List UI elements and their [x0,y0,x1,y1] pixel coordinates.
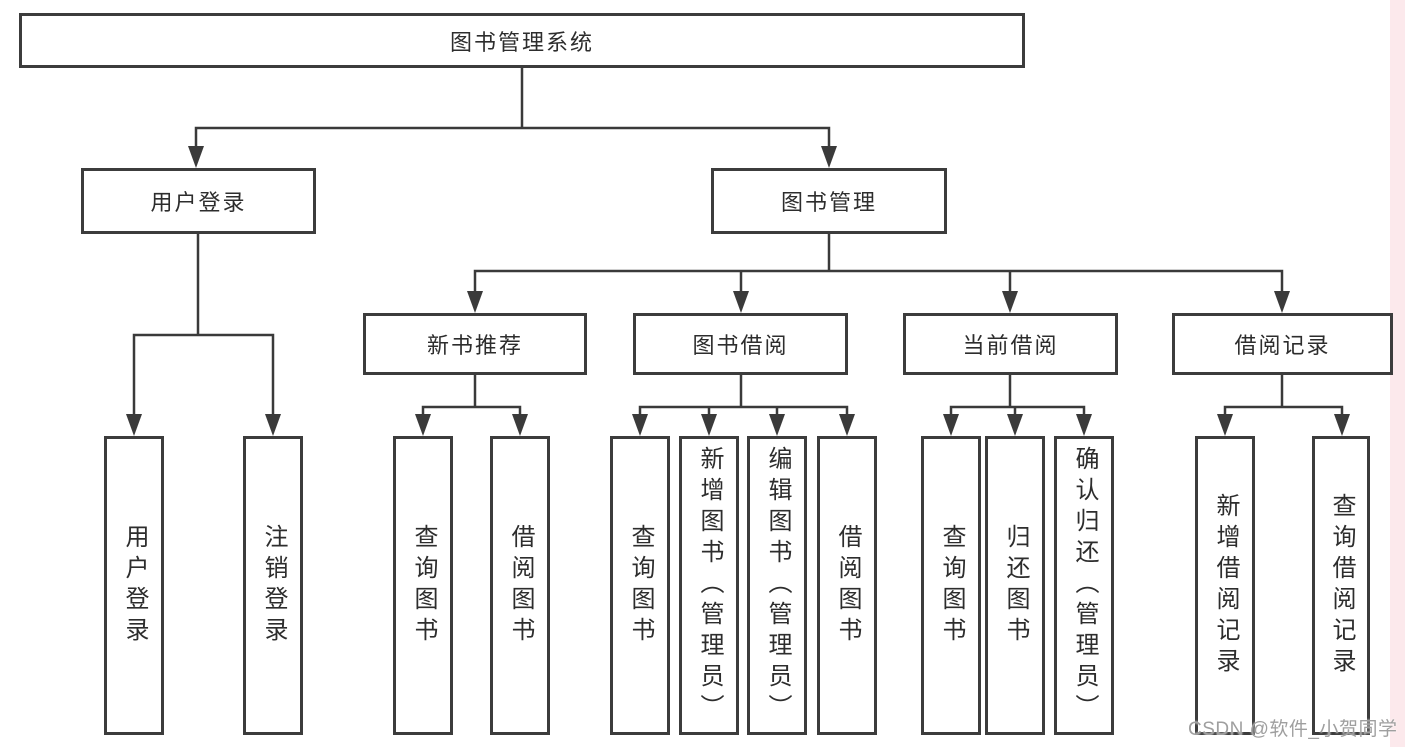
node-book-management-label: 图书管理 [780,190,877,215]
leaf-query-books-3: 查询图书 [921,436,981,735]
leaf-return-book: 归还图书 [985,436,1045,735]
leaf-borrow-books-2-label: 借阅图书 [834,523,861,648]
leaf-edit-book-admin-label: 编辑图书（管理员） [764,446,791,725]
node-borrowing-records-label: 借阅记录 [1234,333,1331,358]
node-root-label: 图书管理系统 [449,29,594,55]
node-current-borrowing-label: 当前借阅 [962,333,1059,358]
leaf-logout: 注销登录 [243,436,303,735]
leaf-query-books-3-label: 查询图书 [938,523,965,648]
leaf-add-book-admin: 新增图书（管理员） [679,436,739,735]
leaf-return-book-label: 归还图书 [1002,523,1029,648]
leaf-query-borrow-record: 查询借阅记录 [1312,436,1370,735]
leaf-user-login: 用户登录 [104,436,164,735]
leaf-borrow-books-1: 借阅图书 [490,436,550,735]
node-new-book-recommend: 新书推荐 [363,313,587,375]
leaf-add-borrow-record: 新增借阅记录 [1195,436,1255,735]
leaf-confirm-return-admin-label: 确认归还（管理员） [1071,446,1098,725]
node-book-borrowing: 图书借阅 [633,313,848,375]
node-borrowing-records: 借阅记录 [1172,313,1393,375]
leaf-confirm-return-admin: 确认归还（管理员） [1054,436,1114,735]
leaf-query-books-2-label: 查询图书 [627,523,654,648]
node-book-borrowing-label: 图书借阅 [692,333,789,358]
leaf-borrow-books-2: 借阅图书 [817,436,877,735]
leaf-logout-label: 注销登录 [260,523,287,648]
node-user-login: 用户登录 [81,168,316,234]
node-current-borrowing: 当前借阅 [903,313,1118,375]
node-new-book-recommend-label: 新书推荐 [426,333,523,358]
watermark: CSDN @软件_小贺同学 [1188,719,1398,740]
arrowheads [126,146,1350,436]
node-user-login-label: 用户登录 [150,190,247,215]
leaf-query-borrow-record-label: 查询借阅记录 [1328,492,1355,679]
leaf-borrow-books-1-label: 借阅图书 [507,523,534,648]
node-root: 图书管理系统 [19,13,1025,68]
leaf-query-books-1-label: 查询图书 [410,523,437,648]
leaf-edit-book-admin: 编辑图书（管理员） [747,436,807,735]
leaf-add-book-admin-label: 新增图书（管理员） [696,446,723,725]
accent-strip [1390,0,1405,747]
leaf-query-books-1: 查询图书 [393,436,453,735]
leaf-user-login-label: 用户登录 [121,523,148,648]
leaf-add-borrow-record-label: 新增借阅记录 [1212,492,1239,679]
leaf-query-books-2: 查询图书 [610,436,670,735]
node-book-management: 图书管理 [711,168,947,234]
